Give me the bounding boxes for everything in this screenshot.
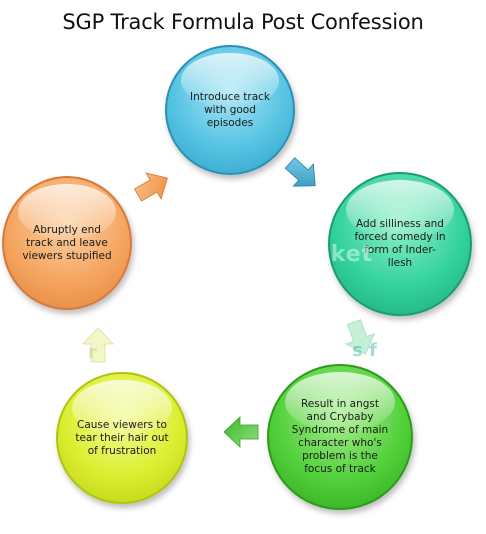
arrow-angst-to-frustration — [223, 416, 259, 448]
arrow-frustration-to-abrupt — [82, 327, 114, 363]
node-abrupt: Abruptly end track and leave viewers stu… — [2, 176, 132, 310]
node-angst-label: Result in angst and Crybaby Syndrome of … — [291, 398, 389, 475]
watermark: ucket — [300, 242, 374, 267]
arrow-abrupt-to-introduce — [133, 172, 168, 202]
diagram-title: SGP Track Formula Post Confession — [62, 10, 424, 34]
watermark-overlay-2: r — [88, 342, 97, 363]
node-abrupt-label: Abruptly end track and leave viewers stu… — [22, 223, 112, 262]
node-angst: Result in angst and Crybaby Syndrome of … — [267, 364, 413, 510]
node-frustration: Cause viewers to tear their hair out of … — [56, 372, 188, 504]
watermark-overlay: s f — [352, 340, 377, 361]
node-introduce: Introduce track with good episodes — [165, 45, 295, 175]
node-introduce-label: Introduce track with good episodes — [190, 90, 270, 129]
arrow-introduce-to-silliness — [284, 157, 316, 187]
arrow-silliness-to-angst — [345, 319, 375, 355]
node-silliness-label: Add silliness and forced comedy in form … — [354, 218, 446, 269]
node-frustration-label: Cause viewers to tear their hair out of … — [75, 418, 169, 457]
